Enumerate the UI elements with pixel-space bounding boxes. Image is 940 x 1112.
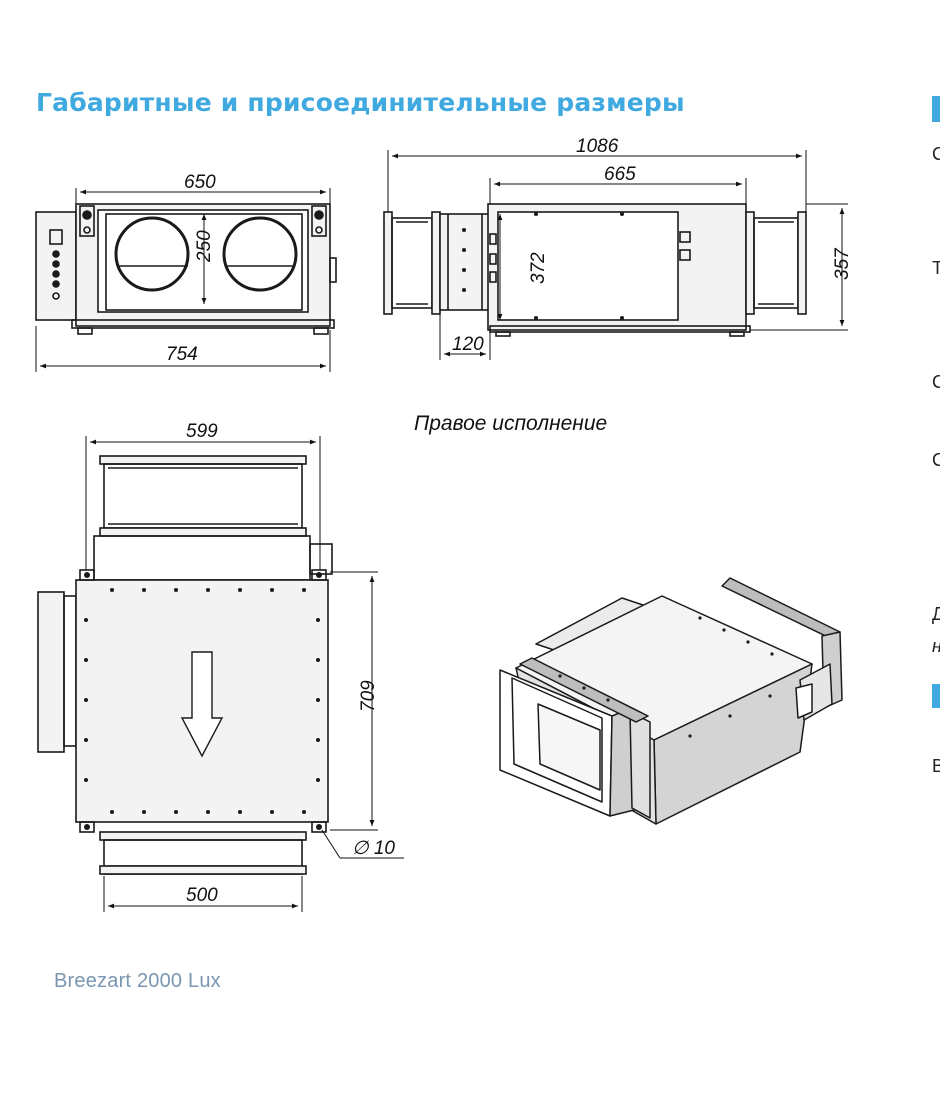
side-view-bolts xyxy=(462,212,624,320)
right-column-letter: н xyxy=(932,636,940,657)
page-title: Габаритные и присоединительные размеры xyxy=(36,88,685,117)
top-view-bolts xyxy=(84,572,322,830)
top-bottom-width-label: 500 xyxy=(186,885,218,906)
side-body-length-label: 665 xyxy=(604,164,636,185)
side-view-caption: Правое исполнение xyxy=(414,412,607,435)
hole-diameter-label: ∅ 10 xyxy=(352,838,395,859)
top-length-label: 709 xyxy=(358,680,379,712)
right-column-letter: С xyxy=(932,450,940,470)
side-flange-label: 120 xyxy=(452,334,484,355)
side-view-dimensions xyxy=(387,150,848,360)
top-width-label: 599 xyxy=(186,421,218,442)
right-column-letter: Д xyxy=(932,604,940,624)
right-column-letter: В xyxy=(932,756,940,776)
right-column-letter: С xyxy=(932,144,940,164)
front-height-label: 250 xyxy=(194,230,215,263)
isometric-bolts xyxy=(558,616,774,738)
model-label: Breezart 2000 Lux xyxy=(54,970,221,992)
side-total-length-label: 1086 xyxy=(576,136,619,157)
top-view-dimensions xyxy=(85,436,404,912)
top-view xyxy=(37,455,333,875)
right-heading-fragment xyxy=(932,96,940,122)
side-inner-height-label: 372 xyxy=(528,252,549,284)
front-view-dimensions xyxy=(35,188,331,372)
isometric-view xyxy=(499,577,843,825)
side-outer-height-label: 357 xyxy=(832,247,853,280)
side-view xyxy=(383,203,807,337)
front-view xyxy=(35,203,337,335)
right-column-letter: Т xyxy=(932,258,940,278)
right-subheading-fragment xyxy=(932,684,940,708)
front-width-label: 650 xyxy=(184,172,216,193)
right-column-letter: С xyxy=(932,372,940,392)
front-total-width-label: 754 xyxy=(166,344,198,365)
